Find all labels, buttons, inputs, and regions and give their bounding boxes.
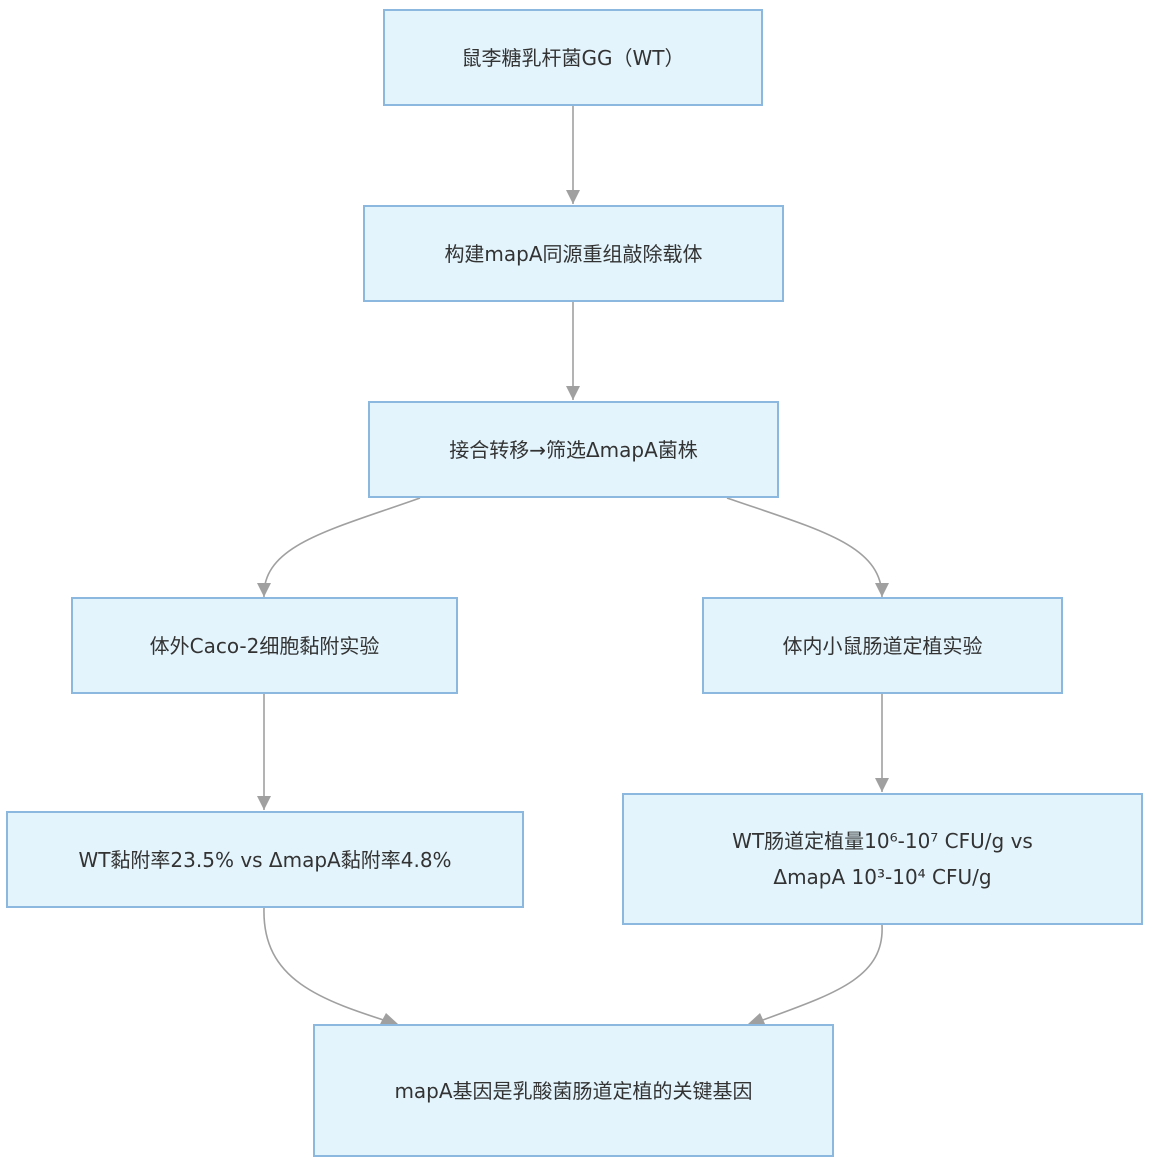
- edge-screen-to-invivo: [726, 497, 883, 598]
- node-adhesion-result: WT黏附率23.5% vs ΔmapA黏附率4.8%: [6, 811, 524, 908]
- arrowhead-icon: [379, 1013, 398, 1026]
- node-label: 接合转移→筛选ΔmapA菌株: [449, 437, 698, 462]
- node-construct-vector: 构建mapA同源重组敲除载体: [363, 205, 784, 302]
- node-label-line-1: WT肠道定植量10⁶-10⁷ CFU/g vs: [732, 829, 1033, 853]
- node-label: 体内小鼠肠道定植实验: [782, 633, 983, 658]
- node-label-line-2: ΔmapA 10³-10⁴ CFU/g: [773, 865, 992, 889]
- node-in-vivo-colonization: 体内小鼠肠道定植实验: [702, 597, 1063, 694]
- edge-screen-to-invitro: [263, 497, 421, 598]
- node-label: WT黏附率23.5% vs ΔmapA黏附率4.8%: [78, 847, 452, 872]
- arrowhead-icon: [257, 583, 271, 597]
- node-label: mapA基因是乳酸菌肠道定植的关键基因: [394, 1078, 753, 1103]
- node-label: 构建mapA同源重组敲除载体: [444, 241, 703, 266]
- arrowhead-icon: [748, 1013, 766, 1026]
- arrowhead-icon: [566, 386, 580, 400]
- node-wt-strain: 鼠李糖乳杆菌GG（WT）: [383, 9, 763, 106]
- node-label-group: WT肠道定植量10⁶-10⁷ CFU/g vs ΔmapA 10³-10⁴ CF…: [732, 823, 1033, 895]
- arrowhead-icon: [875, 583, 889, 597]
- node-in-vitro-adhesion: 体外Caco-2细胞黏附实验: [71, 597, 458, 694]
- node-conjugation-screen: 接合转移→筛选ΔmapA菌株: [368, 401, 779, 498]
- node-conclusion: mapA基因是乳酸菌肠道定植的关键基因: [313, 1024, 834, 1157]
- arrowhead-icon: [257, 796, 271, 810]
- node-label: 体外Caco-2细胞黏附实验: [149, 633, 380, 658]
- edge-adhesion-result-to-conclusion: [263, 907, 397, 1025]
- edge-colonization-result-to-conclusion: [751, 924, 883, 1025]
- node-colonization-result: WT肠道定植量10⁶-10⁷ CFU/g vs ΔmapA 10³-10⁴ CF…: [622, 793, 1143, 925]
- arrowhead-icon: [566, 190, 580, 204]
- arrowhead-icon: [875, 778, 889, 792]
- node-label: 鼠李糖乳杆菌GG（WT）: [461, 45, 685, 70]
